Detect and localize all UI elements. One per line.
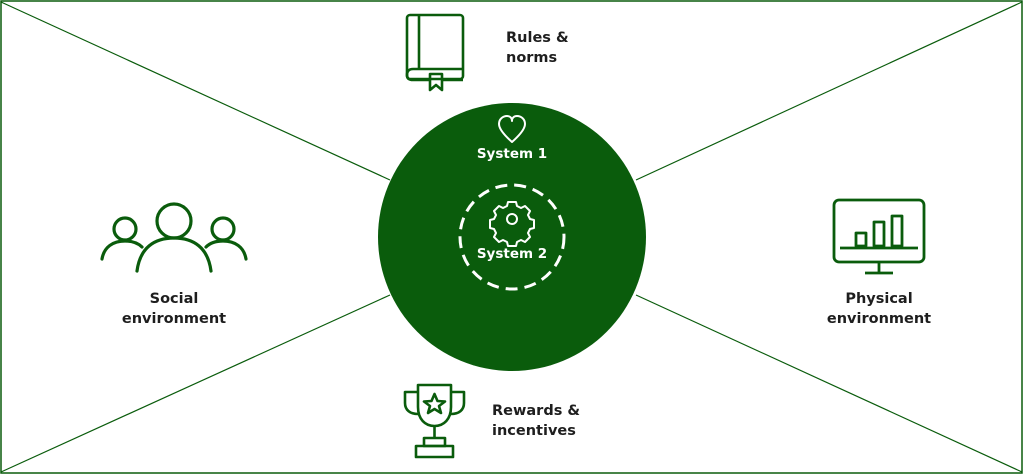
label-rules-line2: norms — [506, 50, 558, 66]
system2-label: System 2 — [476, 246, 548, 262]
label-rewards-line2: incentives — [492, 423, 576, 439]
book-icon — [405, 13, 465, 92]
heart-icon — [498, 115, 526, 143]
label-social-line2: environment — [121, 311, 227, 327]
label-physical-environment: Physical environment — [809, 289, 949, 329]
people-group-icon — [100, 202, 248, 273]
label-social-line1: Social — [149, 291, 199, 307]
system1-label: System 1 — [476, 146, 548, 162]
trophy-icon — [403, 383, 466, 459]
monitor-chart-icon — [832, 198, 926, 275]
gear-icon — [489, 201, 535, 247]
label-rewards-incentives: Rewards & incentives — [492, 401, 580, 441]
label-physical-line1: Physical — [845, 291, 913, 307]
label-rules-line1: Rules & — [506, 30, 569, 46]
system-circle — [378, 103, 646, 371]
label-rewards-line1: Rewards & — [492, 403, 581, 419]
label-physical-line2: environment — [826, 311, 932, 327]
diagonal-top-right — [635, 1, 1023, 181]
label-rules-norms: Rules & norms — [506, 28, 569, 68]
system2-dashed-ring — [458, 183, 566, 291]
diagonal-top-left — [0, 1, 391, 181]
diagonal-bottom-left — [0, 294, 391, 473]
label-social-environment: Social environment — [104, 289, 244, 329]
diagonal-bottom-right — [635, 294, 1023, 473]
